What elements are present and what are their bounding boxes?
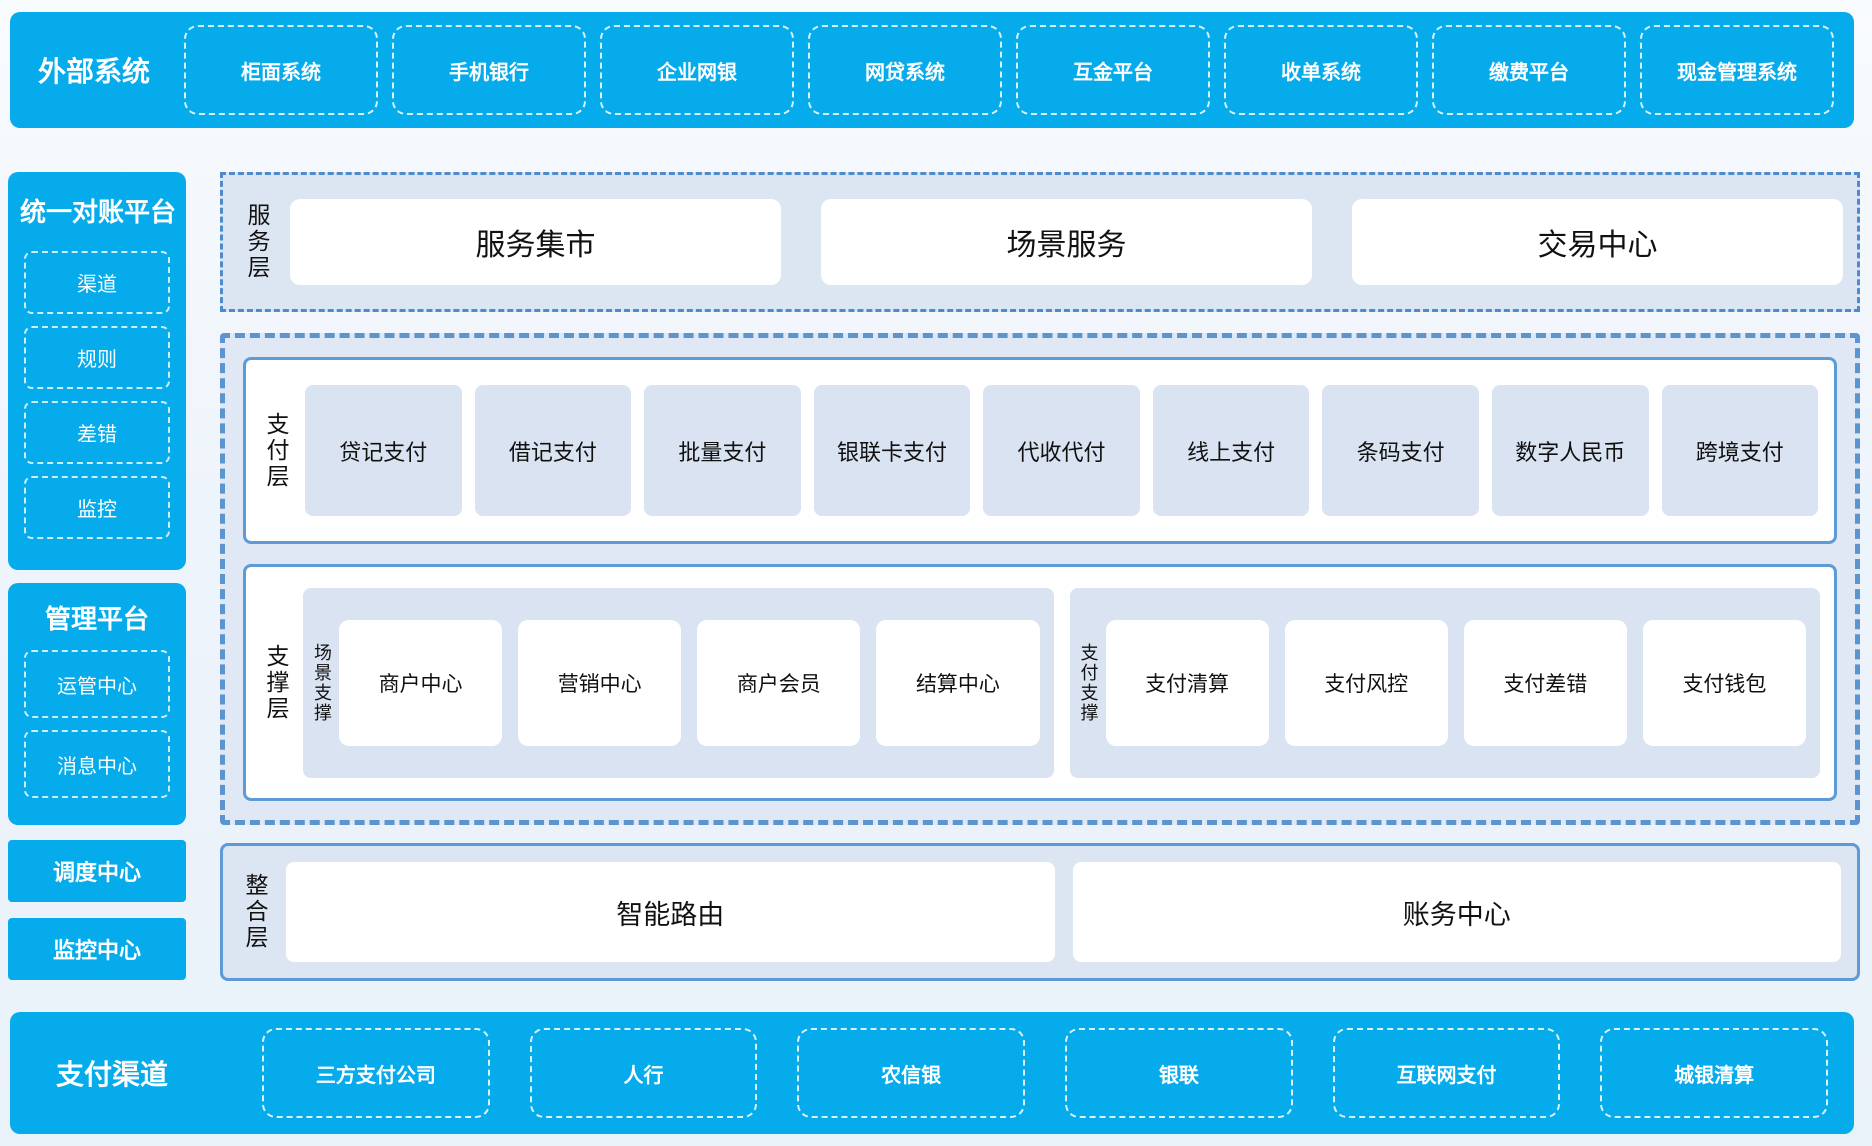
external-system-node: 收单系统: [1224, 25, 1418, 115]
scene-support-label: 场景支撑: [312, 642, 332, 723]
integration-node: 智能路由: [286, 862, 1055, 962]
management-item-node: 消息中心: [24, 730, 170, 798]
payment-support-wrapper: 支付层 贷记支付 借记支付 批量支付 银联卡支付 代收代付 线上支付 条码支付 …: [220, 333, 1860, 825]
external-system-node: 网贷系统: [808, 25, 1002, 115]
architecture-layers: 服务层 服务集市 场景服务 交易中心 支付层 贷记支付 借记支付 批量支付 银联…: [220, 172, 1860, 981]
support-layer-label: 支撑层: [263, 643, 289, 722]
external-systems-list: 柜面系统 手机银行 企业网银 网贷系统 互金平台 收单系统 缴费平台 现金管理系…: [178, 12, 1840, 128]
integration-layer: 整合层 智能路由 账务中心: [220, 843, 1860, 981]
integration-node: 账务中心: [1072, 862, 1841, 962]
payment-support-group: 支付支撑 支付清算 支付风控 支付差错 支付钱包: [1069, 587, 1820, 778]
service-layer-label: 服务层: [244, 203, 270, 281]
payment-channel-node: 三方支付公司: [262, 1028, 490, 1118]
service-node: 服务集市: [290, 199, 781, 285]
reconciliation-item-node: 规则: [24, 326, 170, 389]
management-item-node: 运管中心: [24, 650, 170, 718]
payment-channel-node: 银联: [1065, 1028, 1293, 1118]
service-node: 场景服务: [821, 199, 1312, 285]
support-layer-groups: 场景支撑 商户中心 营销中心 商户会员 结算中心 支付支撑 支付清算 支付风控: [293, 587, 1820, 778]
external-systems-banner: 外部系统 柜面系统 手机银行 企业网银 网贷系统 互金平台 收单系统 缴费平台 …: [10, 12, 1854, 128]
external-system-node: 缴费平台: [1432, 25, 1626, 115]
scene-support-boxes: 商户中心 营销中心 商户会员 结算中心: [339, 619, 1040, 746]
external-system-node: 柜面系统: [184, 25, 378, 115]
support-node: 商户会员: [697, 619, 861, 746]
payment-channel-node: 城银清算: [1600, 1028, 1829, 1118]
payment-channels-title: 支付渠道: [56, 1059, 169, 1090]
external-system-node: 互金平台: [1016, 25, 1210, 115]
payment-support-label: 支付支撑: [1078, 642, 1099, 723]
service-layer: 服务层 服务集市 场景服务 交易中心: [220, 172, 1860, 312]
reconciliation-item-node: 监控: [24, 476, 170, 539]
external-systems-title: 外部系统: [38, 56, 151, 87]
payment-node: 批量支付: [644, 385, 801, 516]
left-sidebar: 统一对账平台 渠道 规则 差错 监控 管理平台 运管中心 消息中心 调度中心 监…: [8, 172, 186, 996]
payment-node: 跨境支付: [1661, 385, 1819, 516]
support-layer: 支撑层 场景支撑 商户中心 营销中心 商户会员 结算中心 支付支撑: [243, 564, 1837, 801]
support-node: 支付钱包: [1642, 619, 1806, 746]
payment-channel-node: 人行: [529, 1028, 758, 1118]
monitor-center-node: 监控中心: [8, 918, 186, 980]
support-node: 结算中心: [876, 619, 1040, 746]
payment-node: 银联卡支付: [813, 385, 971, 516]
external-system-node: 企业网银: [600, 25, 794, 115]
payment-layer-label: 支付层: [263, 411, 289, 490]
integration-layer-label: 整合层: [242, 873, 268, 951]
payment-channels-banner: 支付渠道 三方支付公司 人行 农信银 银联 互联网支付 城银清算: [10, 1012, 1854, 1134]
payment-node: 条码支付: [1322, 385, 1479, 516]
payment-channel-node: 农信银: [797, 1028, 1026, 1118]
scene-support-group: 场景支撑 商户中心 营销中心 商户会员 结算中心: [303, 587, 1054, 778]
external-system-node: 手机银行: [392, 25, 586, 115]
payment-node: 数字人民币: [1491, 385, 1649, 516]
reconciliation-platform-title: 统一对账平台: [20, 197, 177, 227]
integration-layer-boxes: 智能路由 账务中心: [272, 862, 1841, 962]
payment-node: 线上支付: [1152, 385, 1310, 516]
management-platform-title: 管理平台: [44, 604, 149, 634]
support-node: 支付风控: [1284, 619, 1448, 746]
reconciliation-item-node: 差错: [24, 401, 170, 464]
payment-channels-list: 三方支付公司 人行 农信银 银联 互联网支付 城银清算: [256, 1012, 1840, 1134]
payment-node: 代收代付: [983, 385, 1140, 516]
external-system-node: 现金管理系统: [1640, 25, 1834, 115]
support-node: 支付差错: [1463, 619, 1627, 746]
payment-layer: 支付层 贷记支付 借记支付 批量支付 银联卡支付 代收代付 线上支付 条码支付 …: [243, 357, 1837, 544]
reconciliation-item-node: 渠道: [24, 251, 170, 314]
service-node: 交易中心: [1352, 199, 1843, 285]
payment-support-boxes: 支付清算 支付风控 支付差错 支付钱包: [1105, 619, 1806, 746]
dispatch-center-node: 调度中心: [8, 840, 186, 902]
support-node: 商户中心: [339, 619, 503, 746]
support-node: 营销中心: [518, 619, 682, 746]
payment-node: 贷记支付: [305, 385, 462, 516]
service-layer-boxes: 服务集市 场景服务 交易中心: [276, 199, 1843, 285]
reconciliation-platform-panel: 统一对账平台 渠道 规则 差错 监控: [8, 172, 186, 570]
payment-node: 借记支付: [474, 385, 632, 516]
management-platform-panel: 管理平台 运管中心 消息中心: [8, 583, 186, 825]
support-node: 支付清算: [1105, 619, 1269, 746]
payment-layer-boxes: 贷记支付 借记支付 批量支付 银联卡支付 代收代付 线上支付 条码支付 数字人民…: [293, 385, 1819, 516]
payment-channel-node: 互联网支付: [1332, 1028, 1561, 1118]
